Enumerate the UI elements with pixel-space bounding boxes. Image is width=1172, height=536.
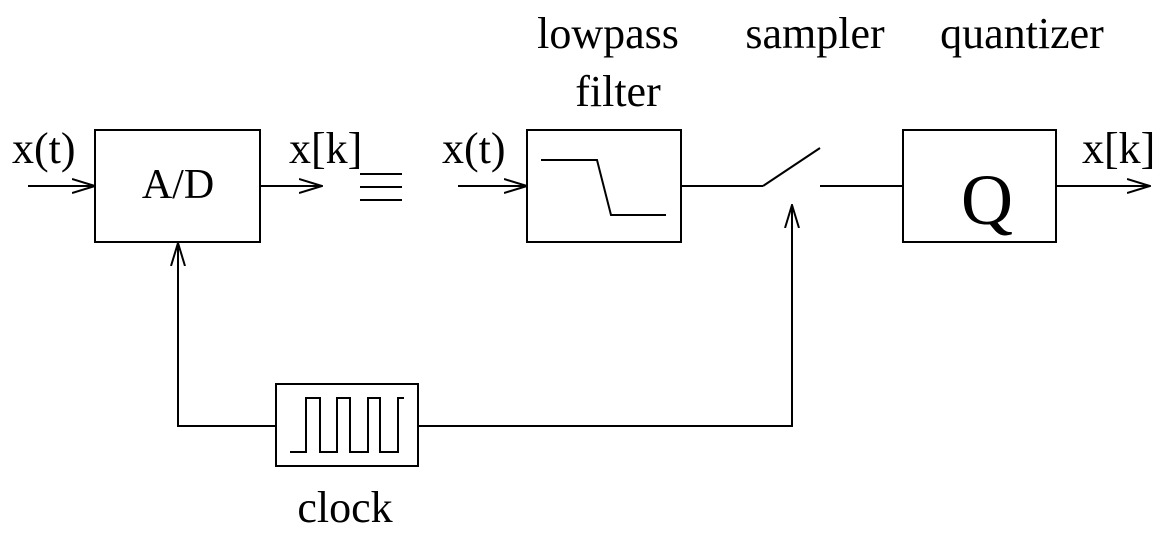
filter-label-line1: lowpass	[537, 9, 679, 58]
lowpass-response-icon	[541, 159, 666, 216]
clock-block	[275, 383, 419, 467]
chain-input-label: x(t)	[442, 124, 506, 173]
clock-to-sampler-line	[418, 205, 792, 427]
chain-output-label: x[k]	[1082, 124, 1155, 173]
ad-input-label: x(t)	[12, 124, 76, 173]
triple-bar-equivalence-icon	[360, 173, 402, 201]
quantizer-label: quantizer	[940, 9, 1104, 58]
ad-block-label: A/D	[142, 162, 214, 208]
ad-output-label: x[k]	[289, 124, 362, 173]
clock-label: clock	[297, 483, 392, 532]
quantizer-symbol: Q	[961, 160, 1013, 240]
quantizer-block	[902, 129, 1057, 243]
filter-label-line2: filter	[575, 67, 661, 116]
clock-to-ad-line	[178, 243, 276, 427]
sampler-label: sampler	[745, 9, 885, 58]
square-wave-icon	[290, 397, 404, 453]
open-switch-icon	[762, 147, 821, 187]
